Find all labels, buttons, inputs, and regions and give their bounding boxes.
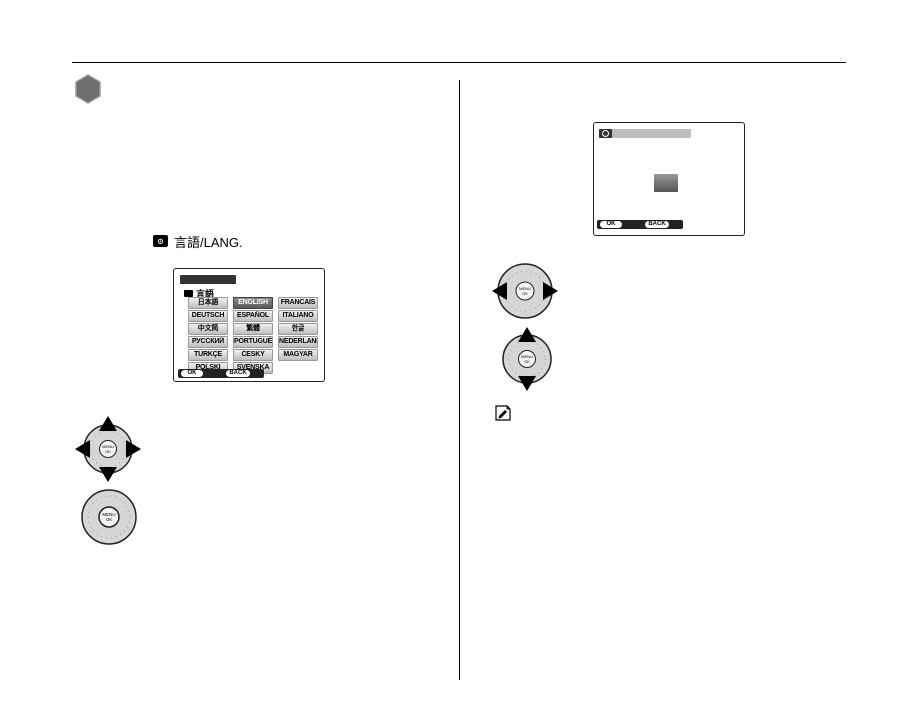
clock-icon — [599, 129, 612, 138]
menu-ok-dial-left-right-icon: MENU OK — [492, 263, 558, 319]
language-menu-label: 言語/LANG. — [174, 234, 243, 250]
language-option[interactable]: 日本語 — [188, 297, 228, 309]
language-menu-reference: ⊙ 言語/LANG. — [153, 233, 243, 250]
language-option[interactable]: ITALIANO — [278, 310, 318, 322]
dial-center-label-bottom: OK — [524, 359, 530, 364]
screen-title-bar — [180, 275, 236, 284]
language-option[interactable]: MAGYAR — [278, 349, 318, 361]
language-option — [278, 362, 318, 374]
ok-button-hint[interactable]: OK — [600, 221, 622, 228]
language-option[interactable]: PORTUGUÊS — [233, 336, 273, 348]
date-setting-screen: OK BACK — [593, 122, 745, 236]
language-option[interactable]: NEDERLANDS — [278, 336, 318, 348]
screen-title-bar — [599, 129, 691, 138]
top-rule — [72, 62, 846, 63]
screen-bottom-bar: OK BACK — [597, 220, 683, 229]
dial-center-label-top: MENU — [102, 444, 114, 449]
dial-center-label-top: MENU — [102, 512, 115, 517]
memo-icon — [495, 405, 511, 421]
language-option[interactable]: 繁體 — [233, 323, 273, 335]
setup-menu-icon — [184, 290, 193, 297]
language-option[interactable]: TÜRKÇE — [188, 349, 228, 361]
menu-ok-dial-up-down-icon: MENU OK — [502, 327, 552, 391]
dial-center-label-bottom: OK — [106, 517, 113, 522]
dial-center-label-top: MENU — [519, 286, 531, 291]
back-button-hint[interactable]: BACK — [226, 370, 250, 377]
setup-menu-icon: ⊙ — [153, 235, 168, 247]
language-option[interactable]: 中文简 — [188, 323, 228, 335]
selected-value-box — [654, 174, 678, 192]
language-option[interactable]: ČESKY — [233, 349, 273, 361]
dial-center-label-bottom: OK — [522, 291, 528, 296]
language-option[interactable]: ENGLISH — [233, 297, 273, 309]
language-option[interactable]: РУССКИЙ — [188, 336, 228, 348]
screen-bottom-bar: OK BACK — [178, 369, 264, 378]
language-option[interactable]: ESPAÑOL — [233, 310, 273, 322]
language-grid: 日本語 ENGLISH FRANCAIS DEUTSCH ESPAÑOL ITALIANO… — [188, 297, 318, 374]
menu-ok-dial-icon: MENU OK — [81, 489, 137, 545]
column-divider — [459, 80, 460, 680]
hexagon-step-icon — [75, 74, 101, 104]
language-option[interactable]: 한글 — [278, 323, 318, 335]
language-selection-screen: 言語 日本語 ENGLISH FRANCAIS DEUTSCH ESPAÑOL ITALI… — [173, 268, 325, 382]
language-option[interactable]: DEUTSCH — [188, 310, 228, 322]
dial-center-label-bottom: OK — [105, 449, 111, 454]
menu-ok-dial-four-way-icon: MENU OK — [75, 416, 141, 482]
dial-center-label-top: MENU — [521, 354, 533, 359]
heading-text: 言語 — [196, 289, 215, 299]
ok-button-hint[interactable]: OK — [181, 370, 203, 377]
language-option[interactable]: FRANCAIS — [278, 297, 318, 309]
back-button-hint[interactable]: BACK — [645, 221, 669, 228]
language-screen-heading: 言語 — [184, 287, 214, 300]
